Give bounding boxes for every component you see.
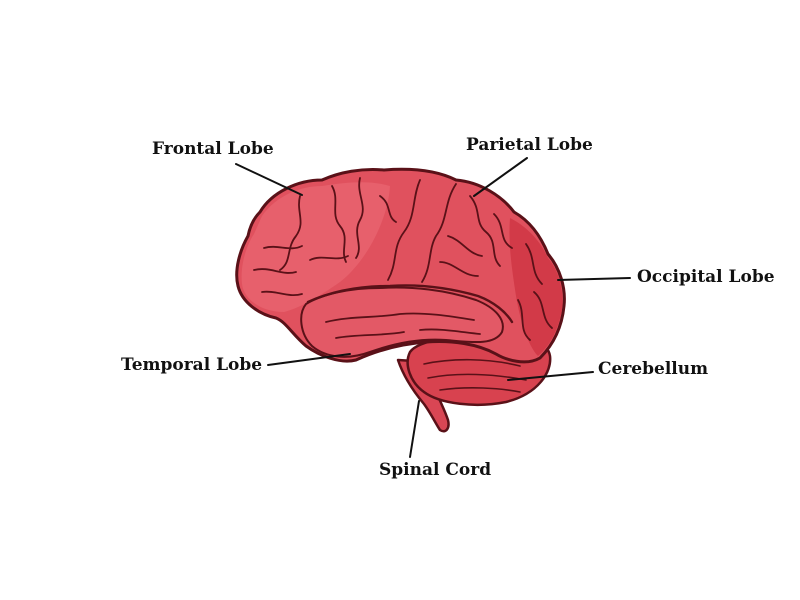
frontal-lobe-label: Frontal Lobe — [152, 139, 274, 159]
leader-lines — [235, 157, 631, 458]
frontal-leader — [235, 163, 303, 196]
temporal-leader — [267, 353, 351, 366]
frontal-highlight — [241, 182, 390, 312]
occipital-leader — [557, 277, 631, 281]
cerebellum-leader — [507, 371, 594, 381]
temporal-lobe-label: Temporal Lobe — [121, 355, 263, 375]
parietal-lobe-label: Parietal Lobe — [466, 135, 593, 155]
spinal-leader — [409, 400, 420, 458]
occipital-lobe-label: Occipital Lobe — [637, 267, 775, 287]
spinal-cord-label: Spinal Cord — [379, 460, 492, 480]
cerebellum-label: Cerebellum — [598, 359, 709, 379]
brain-folds — [253, 177, 553, 341]
temporal-lobe — [300, 286, 504, 358]
parietal-leader — [473, 157, 528, 197]
